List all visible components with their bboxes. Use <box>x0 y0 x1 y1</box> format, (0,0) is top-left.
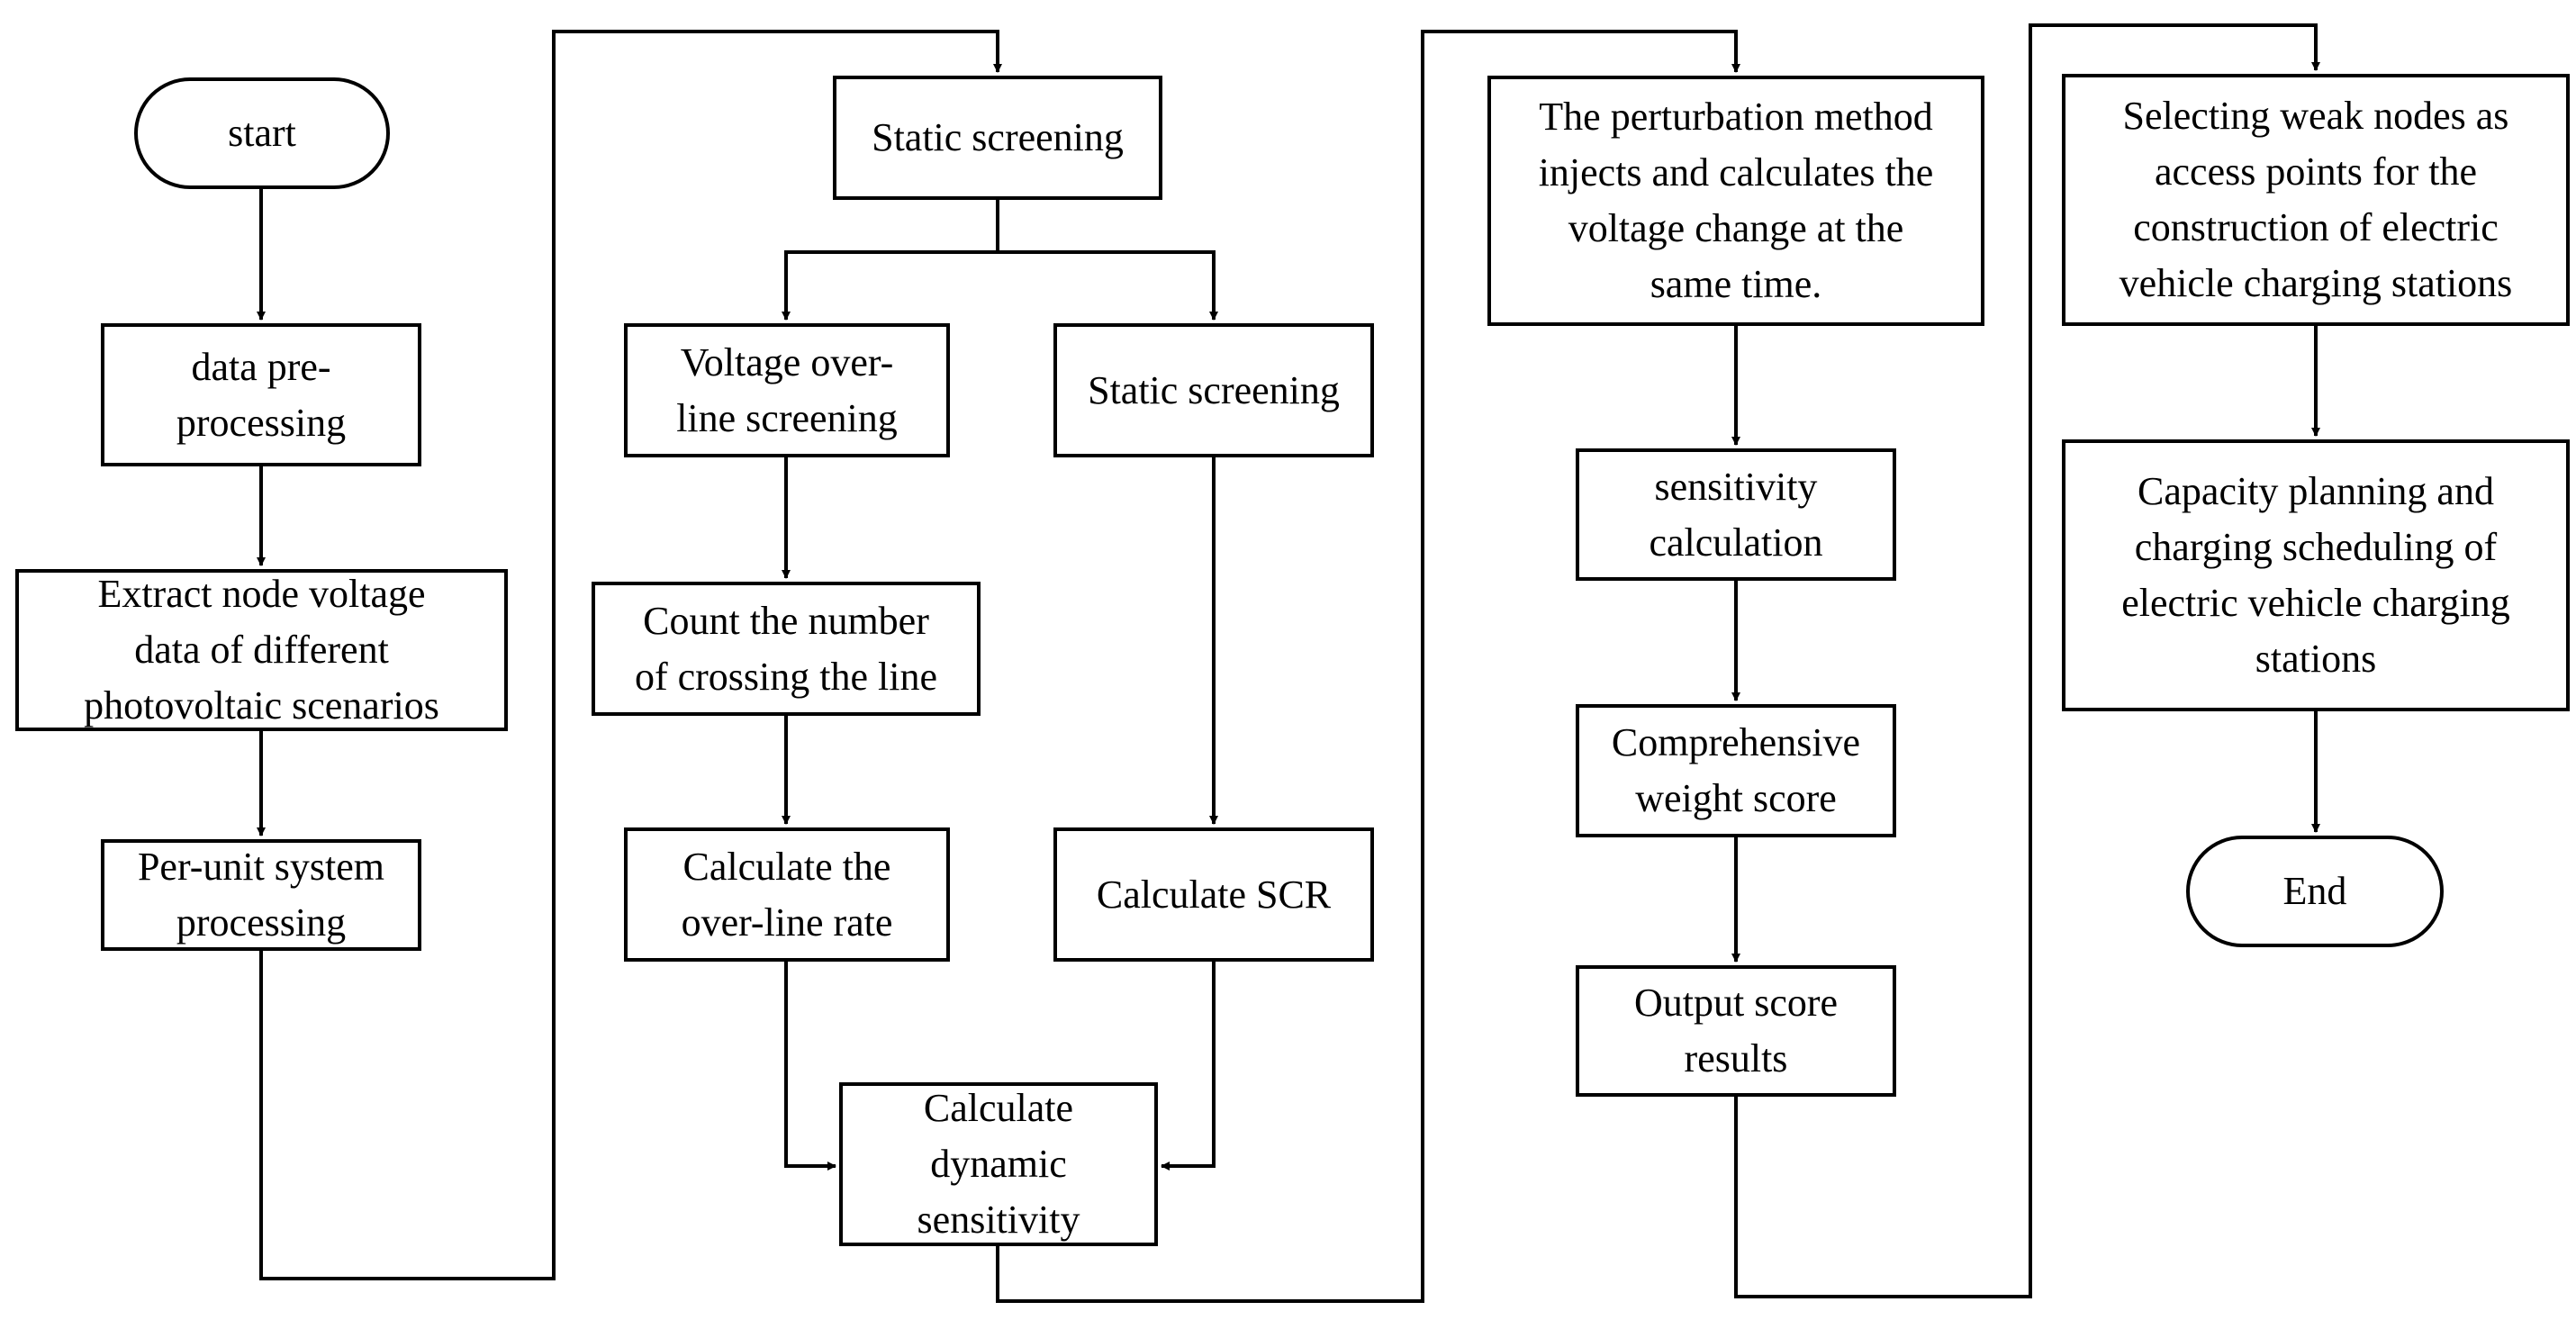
per-unit-system-box: Per-unit system processing <box>101 839 421 951</box>
edge-over-rate-to-dynamic <box>784 962 836 1171</box>
edge-per-unit-to-static-screening <box>259 30 1002 1280</box>
comprehensive-weight-score-box: Comprehensive weight score <box>1576 704 1896 837</box>
static-screening-top-box: Static screening <box>833 76 1162 200</box>
voltage-over-line-screening-box: Voltage over- line screening <box>624 323 950 457</box>
edge-dynamic-to-perturbation <box>996 30 1740 1303</box>
output-score-results-box: Output score results <box>1576 965 1896 1097</box>
static-screening-right-box: Static screening <box>1053 323 1374 457</box>
calculate-dynamic-sensitivity-box: Calculate dynamic sensitivity <box>839 1082 1158 1246</box>
sensitivity-calculation-box: sensitivity calculation <box>1576 448 1896 581</box>
edge-static-screening-split-right <box>998 250 1218 321</box>
edge-output-to-selecting <box>1734 23 2320 1298</box>
calculate-over-line-rate-box: Calculate the over-line rate <box>624 827 950 962</box>
selecting-weak-nodes-box: Selecting weak nodes as access points fo… <box>2062 74 2570 326</box>
count-crossing-box: Count the number of crossing the line <box>592 582 981 716</box>
data-preprocessing-box: data pre- processing <box>101 323 421 466</box>
calculate-scr-box: Calculate SCR <box>1053 827 1374 962</box>
edge-static-screening-split-left <box>782 200 999 321</box>
capacity-planning-box: Capacity planning and charging schedulin… <box>2062 439 2570 711</box>
start-terminal: start <box>134 77 390 189</box>
perturbation-method-box: The perturbation method injects and calc… <box>1487 76 1984 326</box>
extract-node-voltage-box: Extract node voltage data of different p… <box>15 569 508 731</box>
edge-scr-to-dynamic <box>1161 962 1216 1171</box>
end-terminal: End <box>2186 836 2444 947</box>
